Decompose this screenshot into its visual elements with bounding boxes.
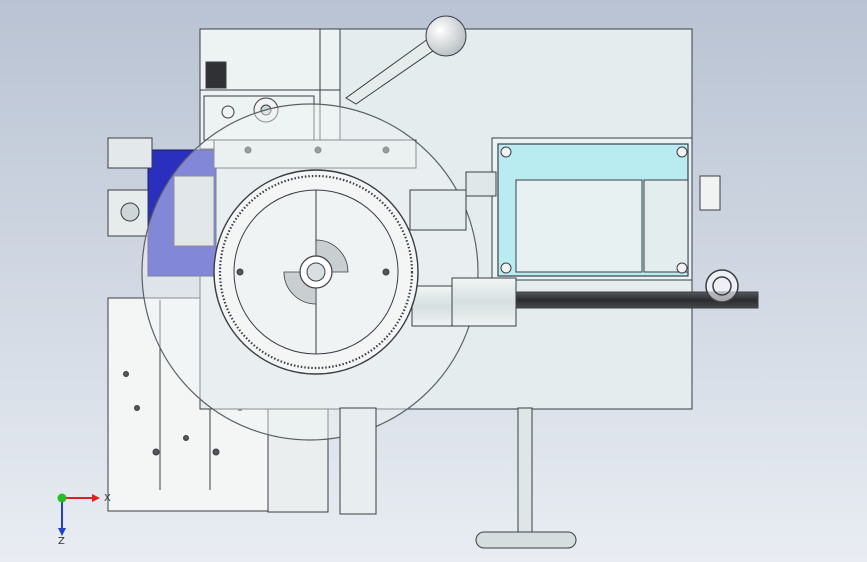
x-axis-label: X xyxy=(104,493,111,504)
upper-fittings xyxy=(203,61,417,169)
right-cover-panel xyxy=(465,137,721,281)
x-axis-arrowhead xyxy=(92,494,100,502)
eye-bolt xyxy=(705,269,739,303)
left-motor-assembly xyxy=(107,137,217,277)
y-axis-dot xyxy=(57,493,67,503)
z-axis-arrowhead xyxy=(58,528,66,536)
feed-tube xyxy=(409,189,759,327)
z-axis-label: Z xyxy=(58,536,65,546)
bottom-stand xyxy=(339,407,577,549)
coordinate-triad: X Z xyxy=(57,493,111,546)
saw-blade-disc xyxy=(213,169,419,375)
top-lever xyxy=(345,15,467,105)
